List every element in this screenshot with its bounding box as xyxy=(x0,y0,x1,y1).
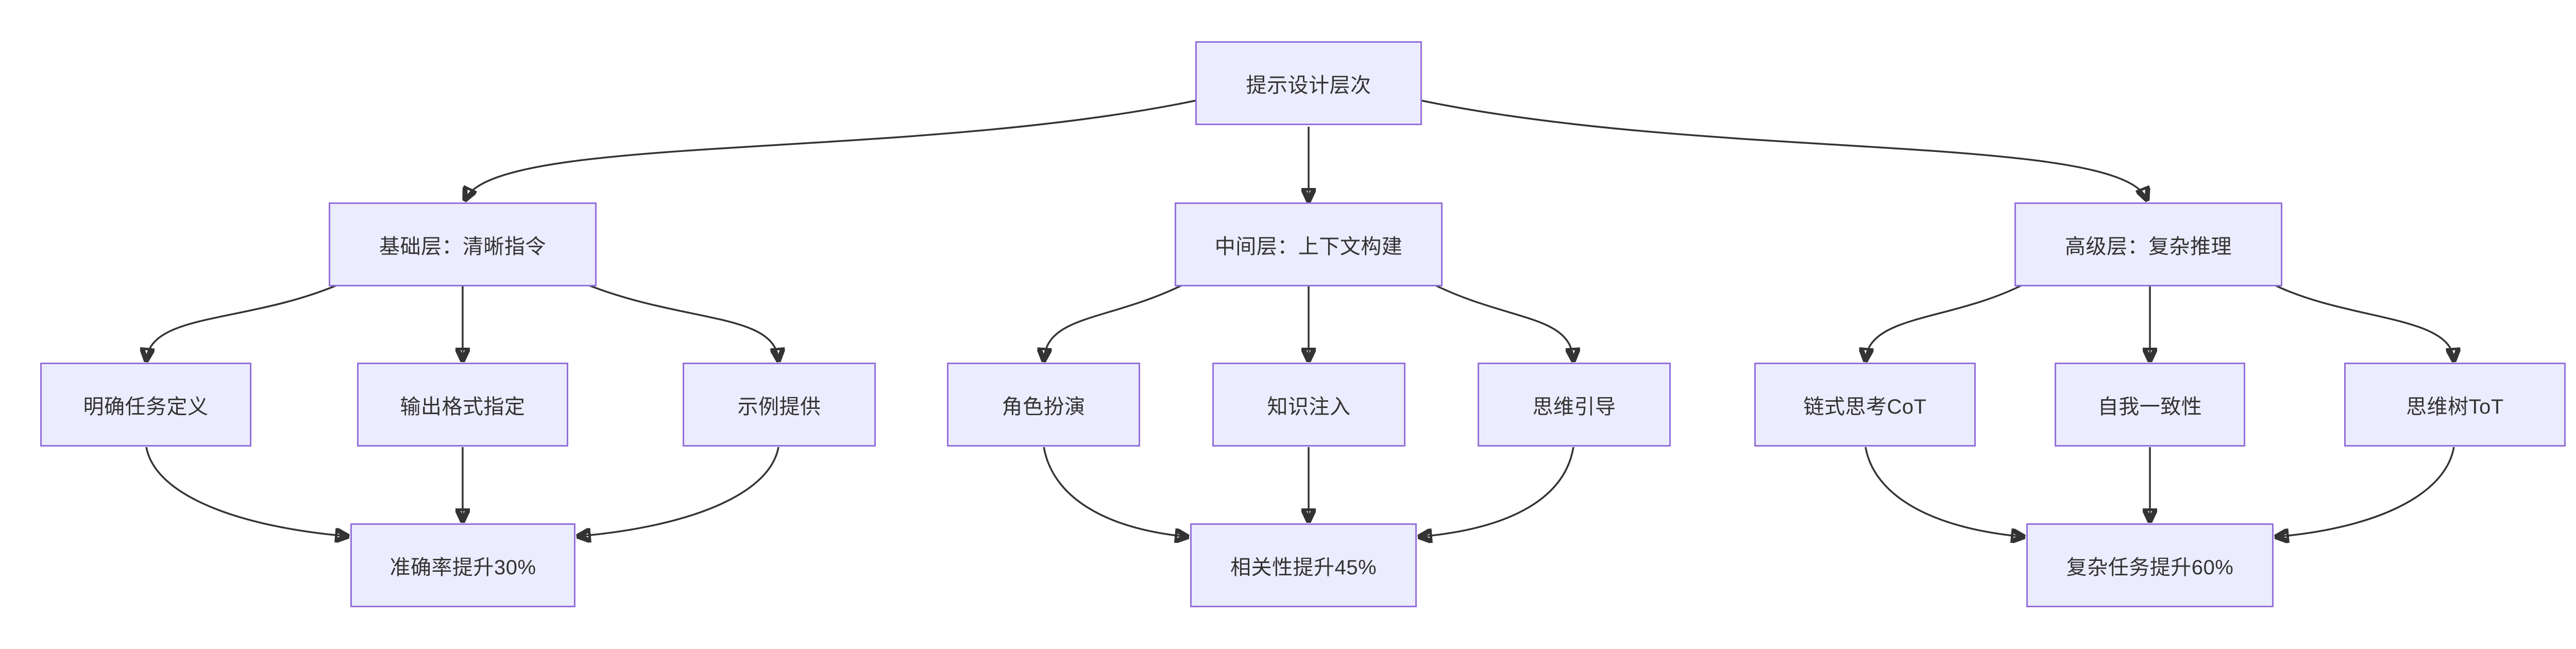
edge-guide-to-relevance xyxy=(1420,447,1574,537)
node-knowledge-injection: 知识注入 xyxy=(1212,363,1405,447)
edge-base-to-example xyxy=(586,283,778,360)
node-thought-guidance: 思维引导 xyxy=(1478,363,1671,447)
node-tree-of-thought-tot: 思维树ToT xyxy=(2344,363,2566,447)
edge-root-to-base xyxy=(465,99,1197,199)
edge-middle-to-guide xyxy=(1433,283,1573,360)
edge-base-to-task xyxy=(146,283,340,360)
edge-middle-to-role xyxy=(1044,283,1184,360)
edge-example-to-accuracy xyxy=(579,447,779,536)
node-relevance-result: 相关性提升45% xyxy=(1190,523,1417,607)
edge-cot-to-complex xyxy=(1865,447,2023,537)
edge-advanced-to-tot xyxy=(2273,283,2454,360)
node-prompt-design-hierarchy: 提示设计层次 xyxy=(1195,41,1422,125)
node-chain-of-thought-cot: 链式思考CoT xyxy=(1754,363,1976,447)
edge-root-to-advanced xyxy=(1420,99,2147,199)
node-advanced-layer: 高级层：复杂推理 xyxy=(2014,202,2282,286)
edge-advanced-to-cot xyxy=(1866,283,2024,360)
edge-role-to-relevance xyxy=(1043,447,1187,537)
node-self-consistency: 自我一致性 xyxy=(2055,363,2245,447)
node-base-layer: 基础层：清晰指令 xyxy=(329,202,597,286)
node-example-provision: 示例提供 xyxy=(683,363,876,447)
node-complex-task-result: 复杂任务提升60% xyxy=(2026,523,2274,607)
node-task-definition: 明确任务定义 xyxy=(40,363,251,447)
node-middle-layer: 中间层：上下文构建 xyxy=(1175,202,1443,286)
edge-tot-to-complex xyxy=(2277,447,2455,537)
node-role-play: 角色扮演 xyxy=(947,363,1140,447)
node-accuracy-result: 准确率提升30% xyxy=(350,523,575,607)
node-output-format: 输出格式指定 xyxy=(357,363,568,447)
edge-task-to-accuracy xyxy=(145,447,347,536)
